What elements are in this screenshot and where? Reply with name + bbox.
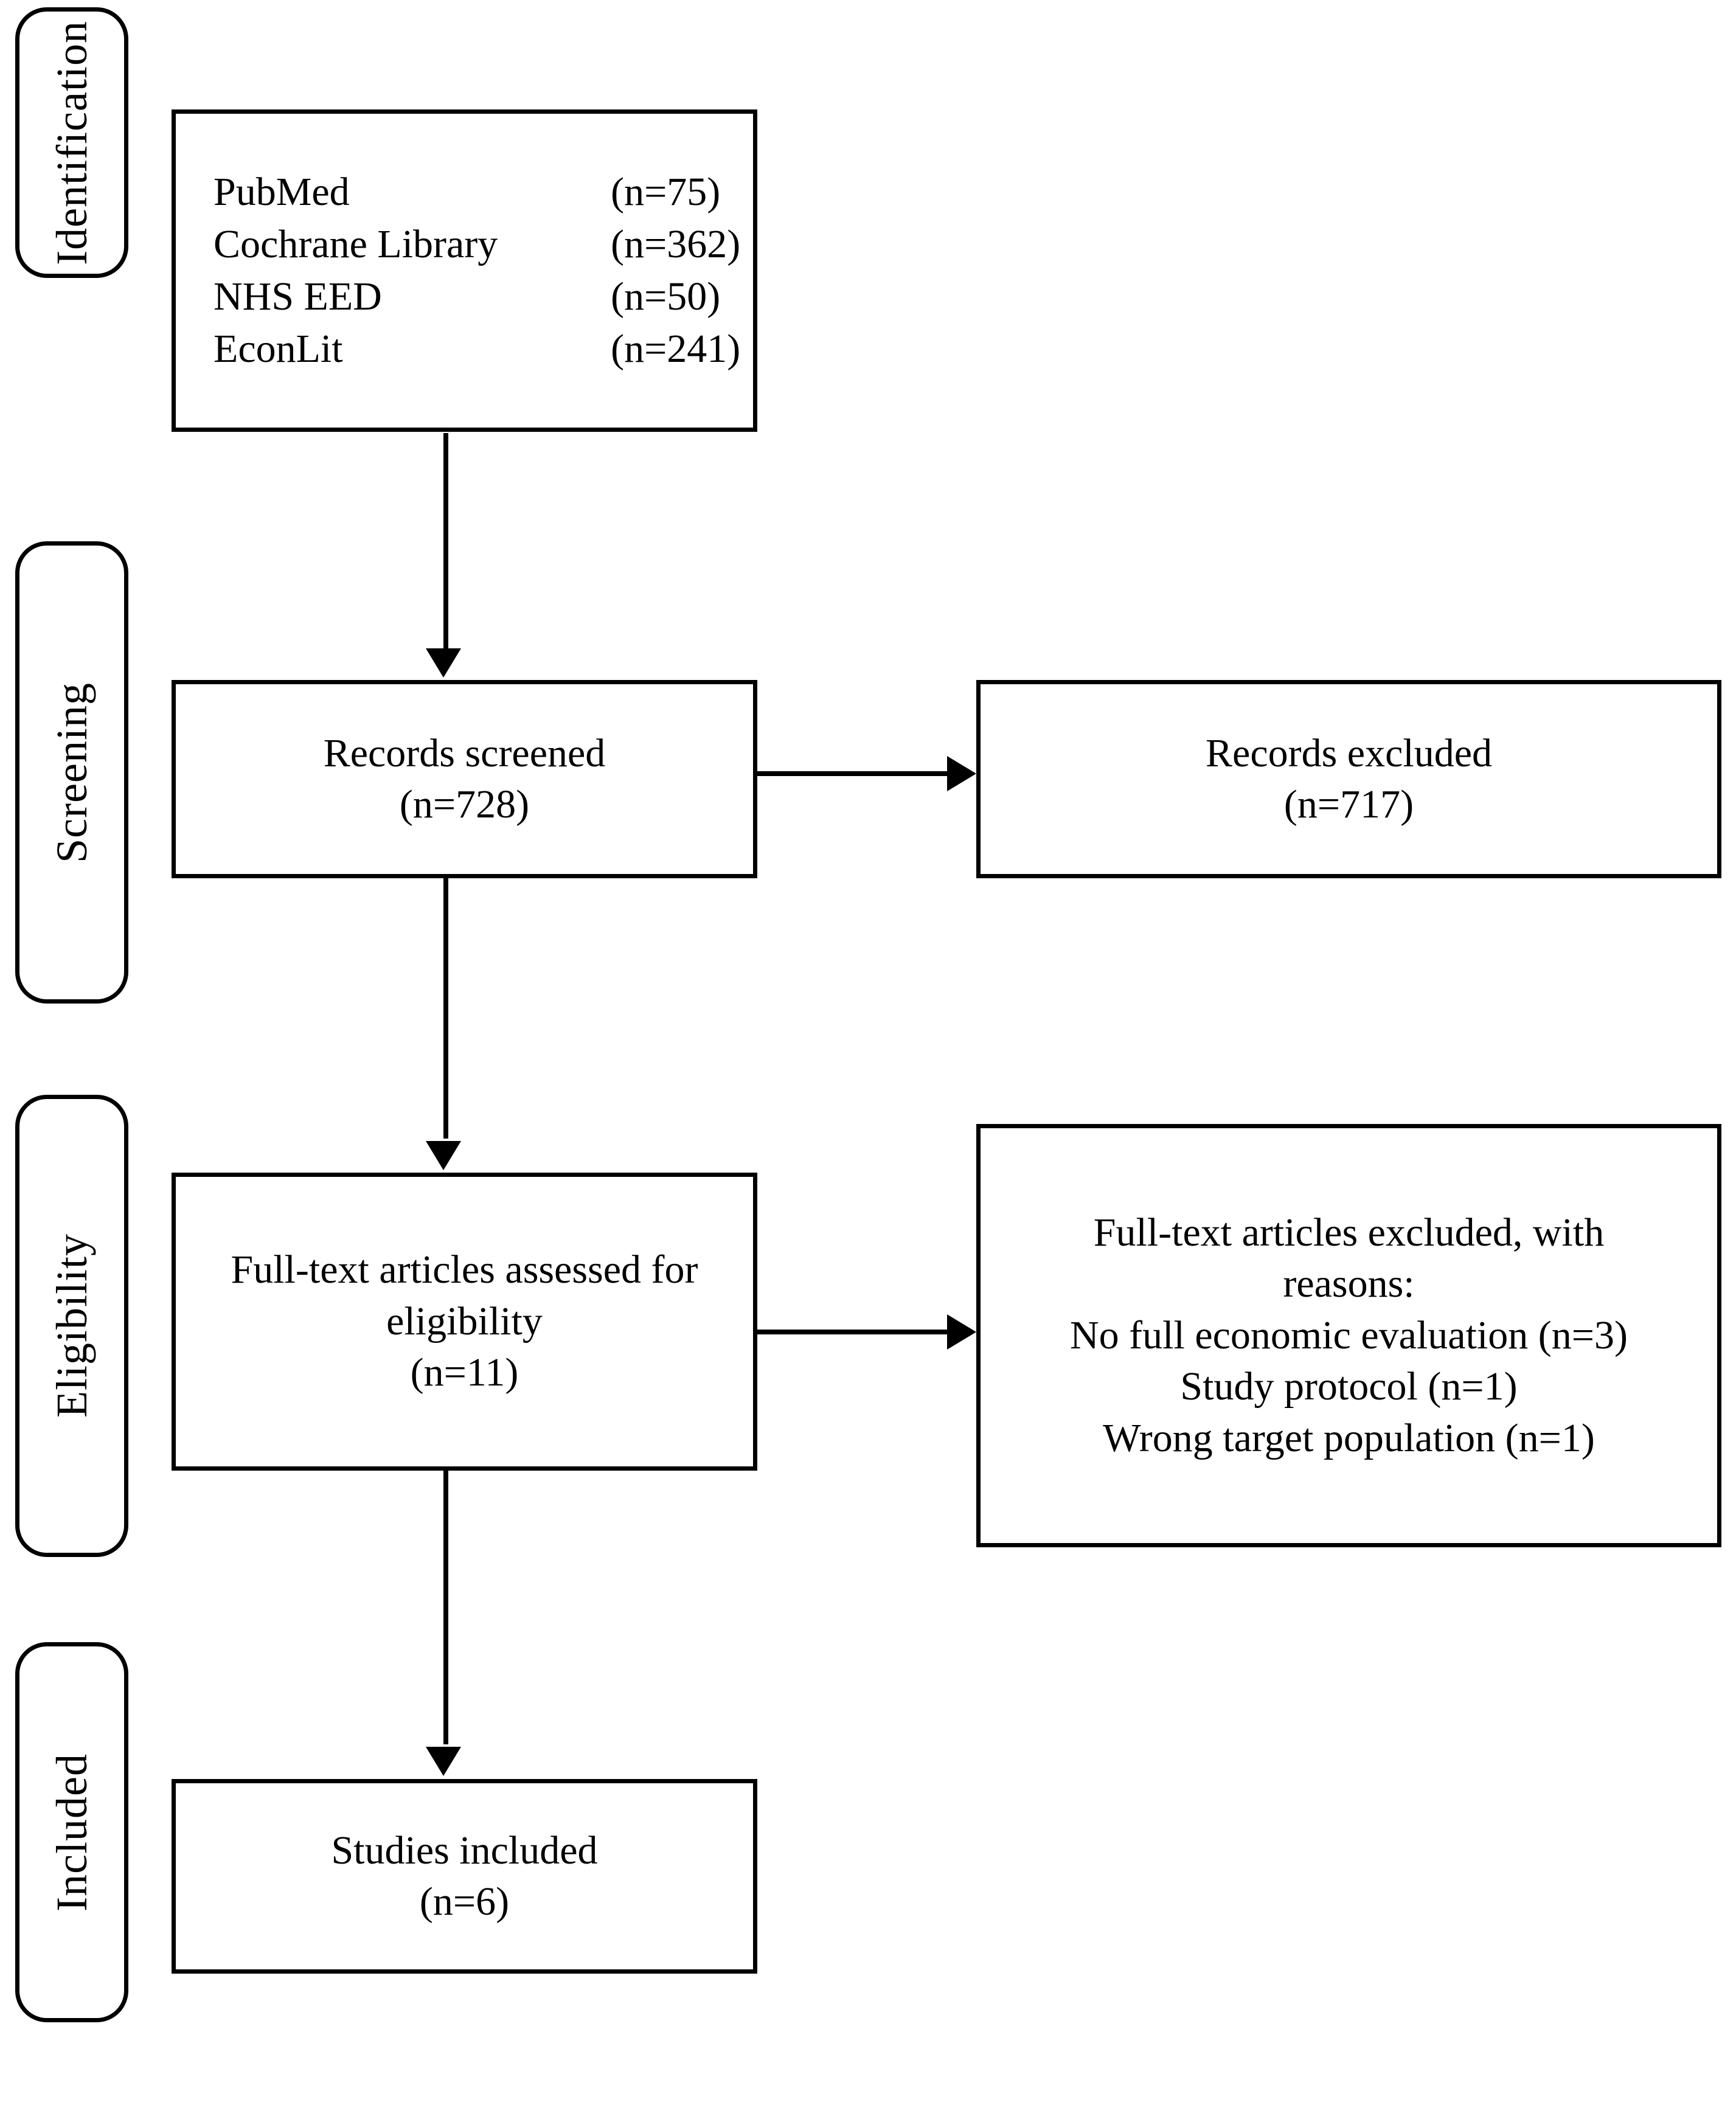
exclusion-reason: Study protocol (n=1) (1180, 1364, 1518, 1409)
source-name: PubMed (214, 170, 350, 215)
source-row: PubMed (n=75) (214, 166, 753, 218)
box-fulltext-articles-assessed: Full-text articles assessed for eligibil… (172, 1173, 757, 1471)
fulltext-excluded-title-line1: Full-text articles excluded, with (1093, 1210, 1605, 1255)
studies-included-count: (n=6) (419, 1879, 510, 1924)
box-studies-included: Studies included (n=6) (172, 1779, 757, 1974)
arrow-down-icon (426, 1747, 461, 1776)
records-screened-title: Records screened (323, 730, 606, 775)
source-name: NHS EED (214, 274, 382, 319)
source-count: (n=362) (611, 222, 741, 267)
box-records-screened: Records screened (n=728) (172, 680, 757, 878)
stage-label-included: Included (47, 1753, 96, 1912)
stage-pill-included: Included (15, 1642, 128, 2022)
records-screened-count: (n=728) (399, 782, 530, 827)
exclusion-reason: Wrong target population (n=1) (1103, 1415, 1595, 1460)
connector-identification-to-screening (443, 433, 448, 652)
fulltext-excluded-title-line2: reasons: (1283, 1261, 1415, 1306)
connector-eligibility-to-included (443, 1471, 448, 1744)
stage-pill-eligibility: Eligibility (15, 1095, 128, 1557)
source-count: (n=241) (611, 326, 741, 371)
stage-pill-screening: Screening (15, 541, 128, 1004)
source-name: EconLit (214, 326, 343, 371)
records-excluded-title: Records excluded (1206, 730, 1492, 775)
source-row: EconLit (n=241) (214, 323, 753, 375)
stage-label-identification: Identification (47, 20, 96, 265)
stage-label-eligibility: Eligibility (47, 1233, 96, 1418)
source-count-table: PubMed (n=75) Cochrane Library (n=362) N… (214, 166, 753, 375)
records-excluded-count: (n=717) (1283, 782, 1414, 827)
stage-pill-identification: Identification (15, 7, 128, 278)
source-count: (n=50) (611, 274, 721, 319)
box-fulltext-articles-excluded: Full-text articles excluded, with reason… (976, 1124, 1721, 1547)
connector-screened-to-excluded (755, 771, 950, 776)
stage-label-screening: Screening (47, 682, 96, 863)
connector-screening-to-eligibility (443, 877, 448, 1139)
fulltext-assessed-count: (n=11) (410, 1350, 519, 1395)
box-records-excluded: Records excluded (n=717) (976, 680, 1721, 878)
arrow-down-icon (426, 648, 461, 678)
fulltext-assessed-title-line2: eligibility (386, 1299, 543, 1344)
exclusion-reason: No full economic evaluation (n=3) (1070, 1313, 1628, 1358)
source-row: NHS EED (n=50) (214, 271, 753, 323)
arrow-right-icon (947, 756, 976, 791)
box-identification-sources: PubMed (n=75) Cochrane Library (n=362) N… (172, 109, 757, 432)
connector-eligibility-to-excluded (755, 1330, 950, 1334)
arrow-right-icon (947, 1314, 976, 1350)
arrow-down-icon (426, 1141, 461, 1170)
source-count: (n=75) (611, 170, 721, 215)
source-name: Cochrane Library (214, 222, 498, 267)
studies-included-title: Studies included (331, 1828, 598, 1873)
source-row: Cochrane Library (n=362) (214, 218, 753, 271)
fulltext-assessed-title-line1: Full-text articles assessed for (231, 1247, 698, 1292)
